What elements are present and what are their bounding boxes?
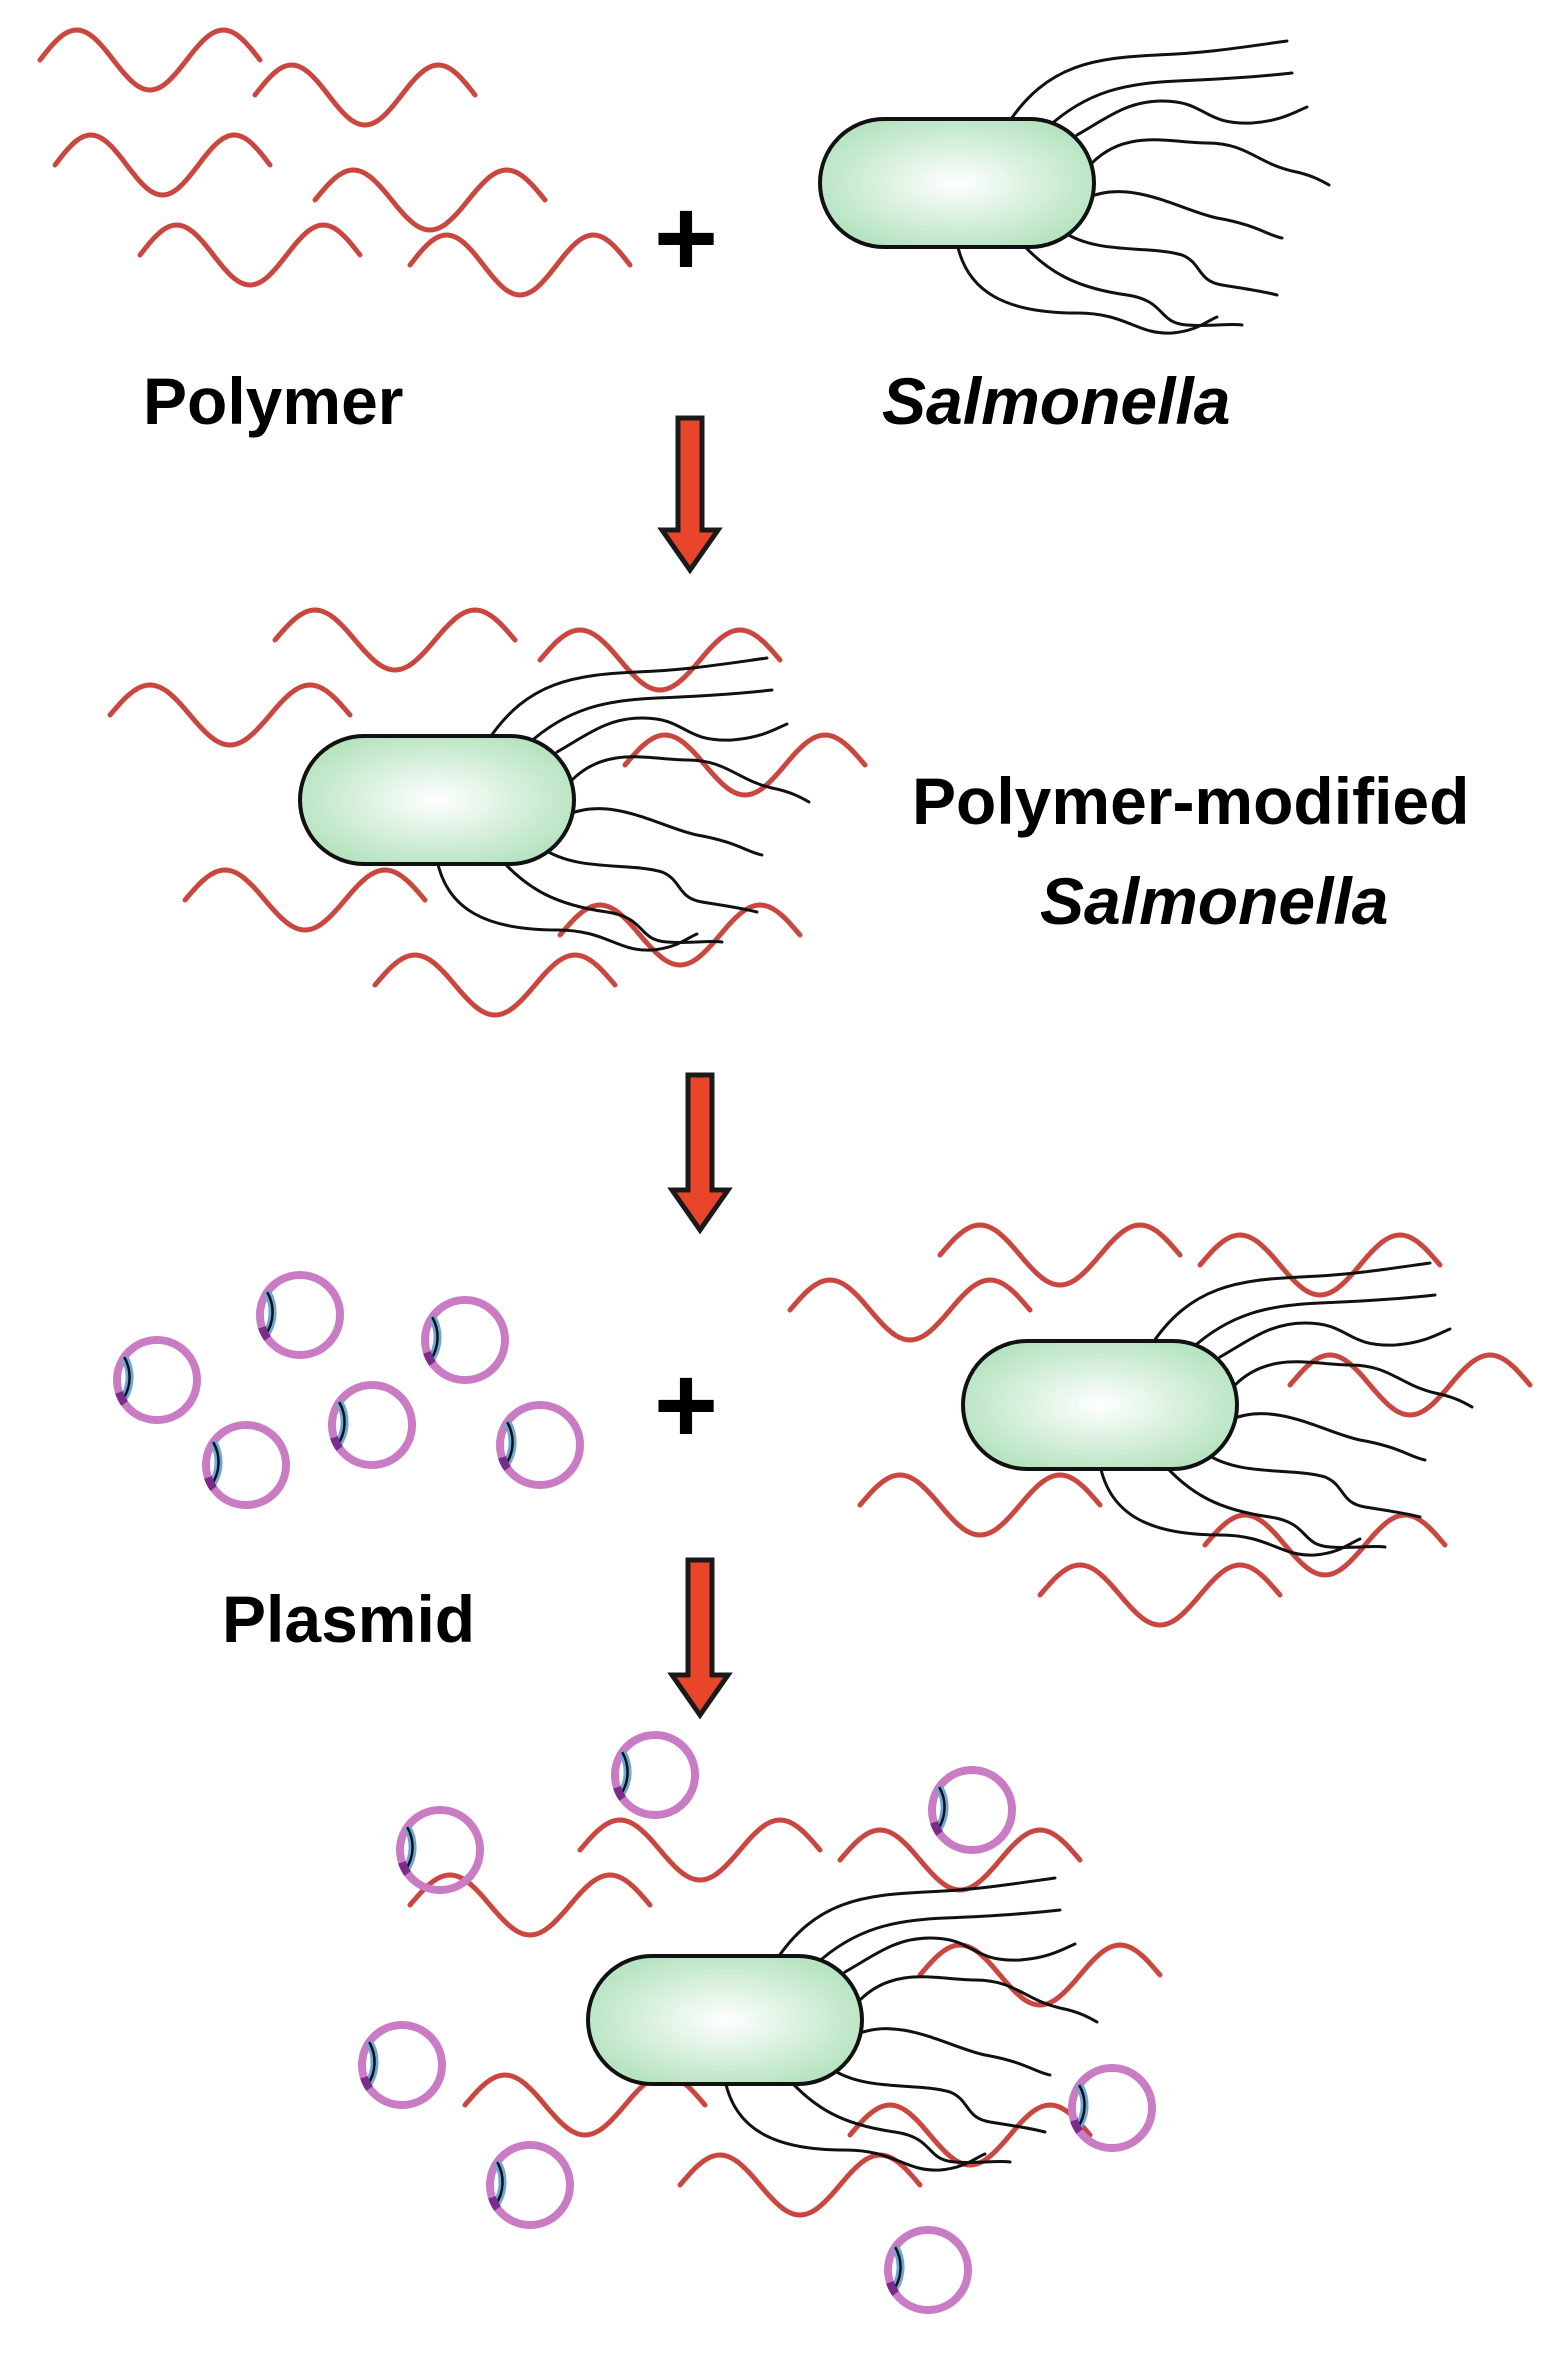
polymer-label: Polymer (143, 364, 404, 438)
polymer-chain (182, 867, 428, 933)
polymer-chain (272, 607, 518, 673)
plasmid-ring (496, 1401, 584, 1489)
polymer-chain (52, 132, 273, 198)
flagellum (955, 241, 1219, 335)
plasmid-ring (884, 2226, 972, 2314)
plus-sign: + (654, 177, 718, 300)
flagellum (1218, 1321, 1452, 1359)
process-arrow (667, 1072, 733, 1235)
polymer-chain (37, 27, 263, 93)
flagellum (1188, 1293, 1437, 1352)
plasmid-ring (113, 1336, 201, 1424)
arrow-layer (657, 415, 733, 1720)
salmonella-label: Salmonella (882, 364, 1231, 438)
flagellum (858, 1975, 1099, 2024)
polymer-chain (1037, 1562, 1283, 1628)
process-arrow (657, 415, 723, 575)
polymer-chain (312, 167, 548, 233)
flagellum (1045, 71, 1294, 130)
flagellum (1233, 1360, 1474, 1409)
flagellum (843, 1936, 1077, 1974)
plasmid-ring (486, 2141, 574, 2229)
plasmid-ring (358, 2021, 446, 2109)
flagellum (540, 846, 759, 914)
polymer-chain (622, 732, 868, 798)
polymer-chain (107, 682, 353, 748)
bacteria-layer (298, 117, 1239, 2086)
polymer-chain (557, 902, 803, 968)
process-arrow (667, 1557, 733, 1720)
plasmid-ring (202, 1421, 290, 1509)
flagellum (773, 1876, 1057, 1964)
plasmid-ring (928, 1766, 1016, 1854)
plasmid-ring (256, 1271, 344, 1359)
flagella (723, 1876, 1099, 2172)
flagella-layer (435, 39, 1474, 2172)
polymer-modified-label: Polymer-modified (912, 764, 1470, 838)
flagellum (1090, 138, 1331, 187)
flagella (1098, 1261, 1474, 1557)
flagellum (570, 755, 811, 804)
plasmid-label: Plasmid (222, 1582, 476, 1656)
polymer-chain (537, 627, 783, 693)
flagellum (828, 2066, 1047, 2134)
salmonella-cell (818, 117, 1096, 249)
polymer-chain (1197, 1232, 1443, 1298)
salmonella-cell (586, 1954, 864, 2086)
flagellum (1148, 1261, 1432, 1349)
flagellum (783, 2073, 1012, 2165)
polymer-chain (857, 1472, 1103, 1538)
flagellum (435, 858, 699, 952)
polymer-chain (577, 1817, 823, 1883)
polymer-chain (787, 1277, 1033, 1343)
plasmid-layer (113, 1271, 1156, 2314)
flagella (955, 39, 1331, 335)
polymer-chain (252, 62, 478, 128)
salmonella-cell (298, 734, 576, 866)
polymer-chain (677, 2152, 923, 2218)
flagellum (1015, 236, 1244, 328)
polymer-chain (137, 222, 363, 288)
flagellum (525, 688, 774, 747)
flagellum (485, 656, 769, 744)
plasmid-ring (421, 1296, 509, 1384)
flagellum (495, 853, 724, 945)
flagellum (1060, 229, 1279, 297)
polymer-chain (407, 1872, 653, 1938)
polymer-modified-salmonella-label: Salmonella (1040, 864, 1389, 938)
polymer-chain (1287, 1352, 1533, 1418)
flagellum (1085, 190, 1284, 240)
flagellum (555, 716, 789, 754)
salmonella-cell (961, 1339, 1239, 1471)
flagellum (1075, 99, 1309, 137)
polymer-chain (937, 1222, 1183, 1288)
plasmid-ring (396, 1806, 484, 1894)
polymer-chain (372, 952, 618, 1018)
plasmid-ring (328, 1381, 416, 1469)
plasmid-ring (611, 1731, 699, 1819)
flagellum (1005, 39, 1289, 127)
flagellum (1203, 1451, 1422, 1519)
flagellum (1228, 1412, 1427, 1462)
flagellum (723, 2078, 987, 2172)
flagellum (813, 1908, 1062, 1967)
polymer-chain (407, 232, 633, 298)
polymer-layer (37, 27, 1533, 2218)
flagellum (1158, 1458, 1387, 1550)
plasmid-ring (1068, 2064, 1156, 2152)
flagellum (565, 807, 764, 857)
flagellum (1098, 1463, 1362, 1557)
plus-sign: + (654, 1344, 718, 1467)
flagellum (853, 2027, 1052, 2077)
polymer-chain (847, 2102, 1093, 2168)
polymer-chain (917, 1942, 1163, 2008)
flagella (435, 656, 811, 952)
plus-layer: ++ (654, 177, 718, 1467)
